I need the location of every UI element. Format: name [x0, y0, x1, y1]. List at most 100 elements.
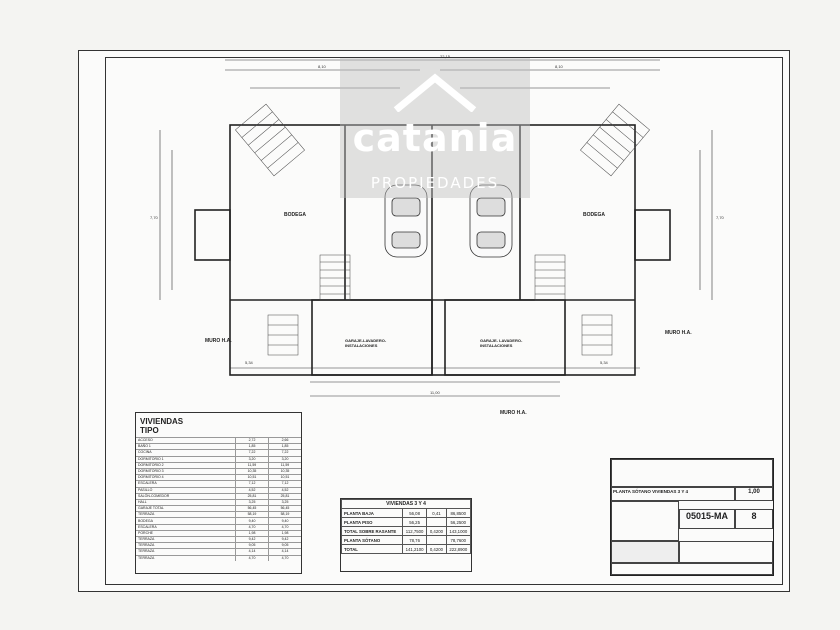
table-cell: 3,25	[235, 498, 269, 506]
catania-watermark: catania PROPIEDADES	[340, 58, 530, 198]
table-cell: 4,14	[235, 548, 269, 556]
room-garage-right: GARAJE- LAVADERO- INSTALACIONES	[480, 338, 523, 348]
table-cell: 78,76	[401, 535, 428, 545]
table-cell: PLANTA PISO	[341, 517, 403, 527]
table-cell: 3,20	[268, 455, 301, 463]
table-cell: 4,52	[235, 486, 269, 494]
table-cell: 112,7500	[401, 526, 428, 536]
footer-notes	[611, 563, 773, 575]
dim-height-right: 7,70	[716, 215, 724, 220]
room-garage-left: GARAJE-LAVADERO-INSTALACIONES	[345, 338, 387, 348]
table-cell: 1,98	[268, 529, 301, 537]
dim-left-5: 5,34	[245, 360, 253, 365]
table-cell: 7,22	[268, 449, 301, 457]
table-cell: 58,19	[268, 511, 301, 518]
table-cell: DORMITORIO 3	[136, 467, 236, 475]
table-cell: BODEGA	[136, 517, 236, 525]
table-cell: DORMITORIO 4	[136, 474, 236, 481]
title-block-description	[611, 459, 773, 487]
sheet-number: 8	[735, 509, 773, 529]
table-cell: 4,14	[268, 548, 301, 556]
areas-title-1: VIVIENDAS	[140, 417, 184, 426]
table-cell: 25,81	[268, 492, 301, 500]
table-cell: 7,22	[235, 449, 269, 457]
table-cell: HALL	[136, 498, 236, 506]
table-cell: 1,85	[268, 443, 301, 450]
table-cell: 9,42	[235, 535, 269, 543]
dim-right-5: 5,34	[600, 360, 608, 365]
table-cell: 141,2100	[401, 544, 428, 554]
table-cell: 9,05	[235, 542, 269, 549]
table-cell: 56,2500	[445, 517, 472, 527]
table-cell: 3,25	[268, 498, 301, 506]
dim-overall: 22,15	[440, 54, 451, 59]
table-cell: 56,25	[401, 517, 428, 527]
table-cell: 222,8900	[445, 544, 472, 554]
plan-title: PLANTA SÓTANO VIVIENDAS 3 Y 4	[611, 487, 735, 501]
plan-number: 05015-MA	[679, 509, 735, 529]
table-cell: ESCALERA	[136, 480, 236, 487]
table-cell: 3,20	[235, 455, 269, 463]
table-cell: 9,42	[268, 535, 301, 543]
table-cell: 1,85	[235, 443, 269, 450]
table-cell: 1,98	[235, 529, 269, 537]
table-cell: 58,19	[235, 511, 269, 518]
house-roof-icon	[393, 73, 477, 112]
table-cell: BAÑO 1	[136, 443, 236, 450]
table-cell: 143,1000	[445, 526, 472, 536]
table-cell: 4,70	[235, 523, 269, 531]
watermark-brand: catania	[352, 116, 518, 160]
table-cell: 4,70	[235, 554, 269, 561]
table-cell: COCINA	[136, 449, 236, 457]
table-cell: 2,66	[268, 436, 301, 444]
table-cell: 11,59	[235, 461, 269, 469]
table-cell: 56,45	[268, 505, 301, 512]
table-cell: 2,72	[235, 436, 269, 444]
table-cell: ESCALERA	[136, 523, 236, 531]
table-cell: 56,45	[235, 505, 269, 512]
table-cell: TOTAL	[341, 544, 403, 554]
table-cell: 10,35	[235, 467, 269, 475]
table-cell: 9,40	[235, 517, 269, 525]
table-cell: TERRAZA	[136, 511, 236, 518]
table-cell: 78,7600	[445, 535, 472, 545]
table-cell: TERRAZA	[136, 535, 236, 543]
watermark-subtitle: PROPIEDADES	[370, 174, 500, 192]
dim-bottom: 11,00	[430, 390, 440, 395]
viviendas-title: VIVIENDAS 3 Y 4	[341, 499, 471, 509]
table-cell: 0,4200	[426, 544, 447, 554]
table-cell: 4,52	[268, 486, 301, 494]
scale: 1,00	[735, 487, 773, 501]
table-cell: 4,70	[268, 523, 301, 531]
table-cell: SALÓN-COMEDOR	[136, 492, 236, 500]
table-cell: 0,41	[426, 508, 447, 518]
table-cell: 10,51	[268, 474, 301, 481]
table-cell: 0,4200	[426, 526, 447, 536]
table-cell: DORMITORIO 1	[136, 455, 236, 463]
table-cell: 7,12	[235, 480, 269, 487]
table-cell: 7,12	[268, 480, 301, 487]
table-cell: 4,70	[268, 554, 301, 561]
